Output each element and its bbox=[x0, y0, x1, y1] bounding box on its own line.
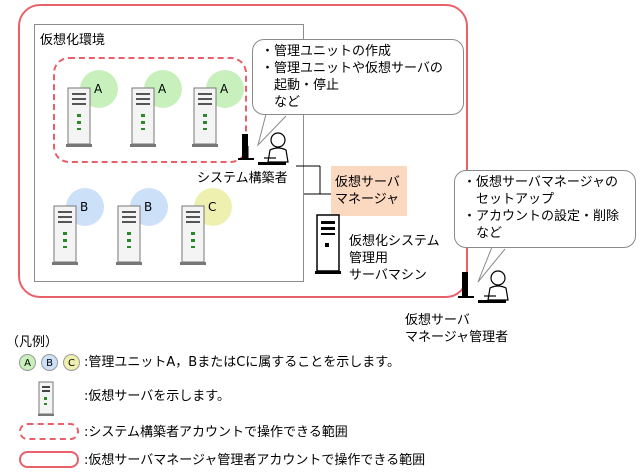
legend-circle-a: A bbox=[19, 354, 36, 371]
builder-task-line: など bbox=[261, 95, 301, 110]
admin-tasks-bubble: ・仮想サーバマネージャの セットアップ ・アカウントの設定・削除 など bbox=[454, 170, 636, 248]
management-server-label: 仮想化システム 管理用 サーバマシン bbox=[349, 233, 440, 284]
server-tower-icon bbox=[130, 87, 156, 147]
manager-box-line: マネージャ bbox=[335, 192, 400, 207]
builder-tasks-bubble: ・管理ユニットの作成 ・管理ユニットや仮想サーバの 起動・停止 など bbox=[252, 39, 464, 115]
env-label: 仮想化環境 bbox=[40, 33, 106, 48]
builder-label: システム構築者 bbox=[197, 171, 288, 186]
unit-label: C bbox=[208, 200, 217, 214]
legend-circle-c: C bbox=[63, 354, 80, 371]
machine-label-line: 仮想化システム bbox=[349, 234, 440, 249]
legend-builder-scope-shape bbox=[19, 423, 79, 440]
builder-task-line: 起動・停止 bbox=[261, 78, 340, 93]
admin-label: 仮想サーバ マネージャ管理者 bbox=[405, 312, 508, 346]
admin-task-line: ・アカウントの設定・削除 bbox=[463, 209, 620, 224]
unit-label: A bbox=[158, 82, 167, 96]
admin-task-line: など bbox=[463, 226, 503, 241]
machine-label-line: 管理用 bbox=[349, 251, 389, 266]
builder-task-line: ・管理ユニットや仮想サーバの bbox=[261, 61, 443, 76]
builder-scope-frame bbox=[53, 57, 247, 163]
builder-task-line: ・管理ユニットの作成 bbox=[261, 44, 392, 59]
legend-server-text: :仮想サーバを示します。 bbox=[84, 389, 230, 404]
server-tower-icon bbox=[66, 87, 92, 147]
management-server-icon bbox=[315, 214, 341, 274]
server-manager-box: 仮想サーバ マネージャ bbox=[331, 166, 407, 216]
server-tower-icon bbox=[116, 205, 142, 265]
admin-scope-frame bbox=[18, 4, 468, 298]
server-tower-icon bbox=[180, 205, 206, 265]
legend-circle-b: B bbox=[41, 354, 58, 371]
legend-server-icon bbox=[38, 381, 54, 416]
manager-box-line: 仮想サーバ bbox=[335, 175, 400, 190]
unit-label: B bbox=[144, 200, 153, 214]
server-tower-icon bbox=[52, 205, 78, 265]
unit-label: A bbox=[220, 82, 229, 96]
server-tower-icon bbox=[192, 87, 218, 147]
legend-admin-scope-text: :仮想サーバマネージャ管理者アカウントで操作できる範囲 bbox=[84, 453, 426, 468]
legend-builder-scope-text: :システム構築者アカウントで操作できる範囲 bbox=[84, 425, 348, 440]
legend-title: （凡例） bbox=[6, 335, 59, 350]
builder-person-icon bbox=[238, 132, 289, 165]
admin-person-icon bbox=[458, 270, 509, 303]
admin-label-line: 仮想サーバ bbox=[405, 313, 470, 328]
legend-unit-text: :管理ユニットA，BまたはCに属することを示します。 bbox=[84, 355, 400, 370]
admin-label-line: マネージャ管理者 bbox=[405, 330, 509, 345]
legend-admin-scope-shape bbox=[19, 451, 79, 468]
unit-label: A bbox=[94, 82, 103, 96]
admin-task-line: セットアップ bbox=[463, 192, 555, 207]
admin-task-line: ・仮想サーバマネージャの bbox=[463, 175, 618, 190]
unit-label: B bbox=[80, 200, 89, 214]
machine-label-line: サーバマシン bbox=[349, 268, 427, 283]
